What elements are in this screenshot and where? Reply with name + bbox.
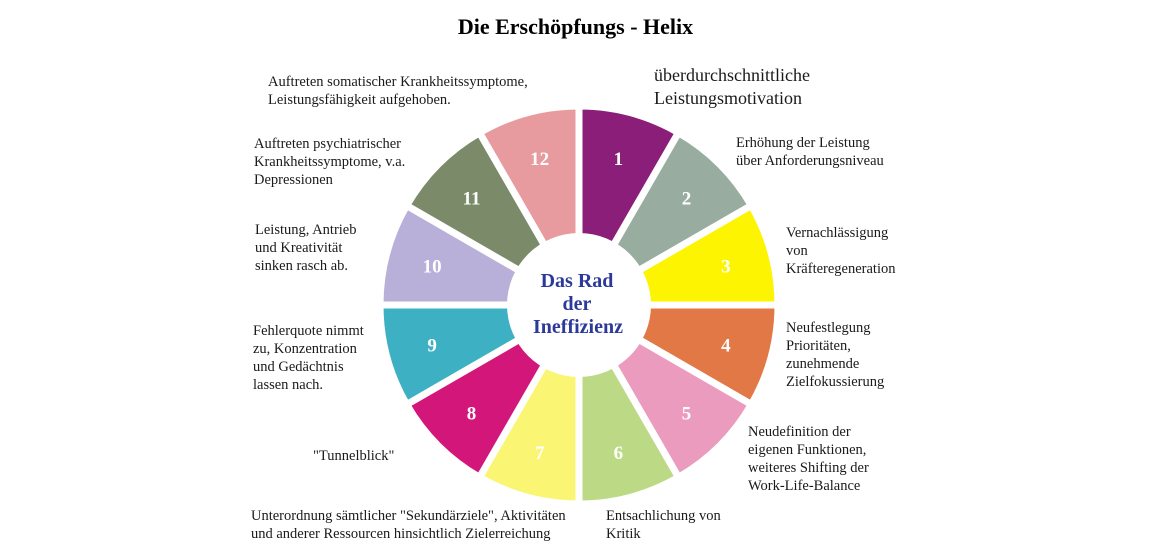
- label-segment-7: Unterordnung sämtlicher "Sekundärziele",…: [251, 507, 566, 543]
- segment-number-8: 8: [467, 403, 477, 424]
- center-line-2: der: [563, 293, 592, 315]
- label-line: Fehlerquote nimmt: [253, 323, 364, 339]
- label-segment-2: Erhöhung der Leistung über Anforderungsn…: [736, 134, 884, 170]
- label-line: Auftreten somatischer Krankheitssymptome…: [268, 74, 528, 90]
- label-line: Depressionen: [254, 172, 333, 188]
- label-segment-11: Auftreten psychiatrischer Krankheitssymp…: [254, 135, 405, 189]
- center-hub: [507, 233, 651, 377]
- label-line: Krankheitssymptome, v.a.: [254, 154, 406, 170]
- segment-number-7: 7: [535, 443, 545, 464]
- label-line: Neufestlegung: [786, 320, 871, 336]
- label-line: Neudefinition der: [748, 424, 851, 440]
- label-segment-3: Vernachlässigung von Kräfteregeneration: [786, 224, 896, 278]
- label-line: und anderer Ressourcen hinsichtlich Ziel…: [251, 526, 551, 542]
- label-line: Kritik: [606, 526, 641, 542]
- label-line: Work-Life-Balance: [748, 478, 861, 494]
- label-segment-12: Auftreten somatischer Krankheitssymptome…: [268, 73, 528, 109]
- segment-number-5: 5: [682, 403, 692, 424]
- label-line: Prioritäten,: [786, 338, 851, 354]
- center-line-1: Das Rad: [541, 270, 614, 292]
- label-line: von: [786, 243, 808, 259]
- label-segment-10: Leistung, Antrieb und Kreativität sinken…: [255, 221, 357, 275]
- label-line: Kräfteregeneration: [786, 261, 896, 277]
- label-segment-4: Neufestlegung Prioritäten, zunehmende Zi…: [786, 319, 884, 391]
- label-segment-8: "Tunnelblick": [313, 447, 394, 465]
- label-line: Vernachlässigung: [786, 225, 889, 241]
- label-line: überdurchschnittliche: [654, 65, 810, 85]
- label-line: und Kreativität: [255, 240, 343, 256]
- label-line: Zielfokussierung: [786, 374, 885, 390]
- label-line: Leistungsmotivation: [654, 88, 802, 108]
- label-line: zu, Konzentration: [253, 341, 357, 357]
- label-line: Entsachlichung von: [606, 508, 721, 524]
- center-line-3: Ineffizienz: [533, 316, 623, 338]
- segment-number-1: 1: [614, 149, 624, 170]
- label-segment-5: Neudefinition der eigenen Funktionen, we…: [748, 423, 869, 495]
- label-line: Leistungsfähigkeit aufgehoben.: [268, 92, 451, 108]
- segment-number-11: 11: [463, 189, 481, 210]
- label-line: zunehmende: [786, 356, 860, 372]
- segment-number-6: 6: [614, 443, 624, 464]
- label-line: Leistung, Antrieb: [255, 222, 357, 238]
- label-segment-9: Fehlerquote nimmt zu, Konzentration und …: [253, 322, 364, 394]
- label-line: eigenen Funktionen,: [748, 442, 867, 458]
- label-line: Auftreten psychiatrischer: [254, 136, 401, 152]
- label-line: weiteres Shifting der: [748, 460, 869, 476]
- label-line: Erhöhung der Leistung: [736, 135, 870, 151]
- label-line: über Anforderungsniveau: [736, 153, 884, 169]
- label-segment-6: Entsachlichung von Kritik: [606, 507, 721, 543]
- label-line: sinken rasch ab.: [255, 258, 349, 274]
- label-line: Unterordnung sämtlicher "Sekundärziele",…: [251, 508, 566, 524]
- segment-number-10: 10: [423, 257, 442, 278]
- diagram-title: Die Erschöpfungs - Helix: [457, 14, 694, 39]
- label-line: "Tunnelblick": [313, 448, 395, 464]
- segment-number-12: 12: [530, 149, 549, 170]
- label-line: lassen nach.: [253, 377, 324, 393]
- segment-number-4: 4: [721, 335, 731, 356]
- segment-number-2: 2: [682, 189, 692, 210]
- segment-number-9: 9: [427, 335, 437, 356]
- segment-number-3: 3: [721, 257, 731, 278]
- label-segment-1: überdurchschnittliche Leistungsmotivatio…: [654, 64, 810, 110]
- label-line: und Gedächtnis: [253, 359, 344, 375]
